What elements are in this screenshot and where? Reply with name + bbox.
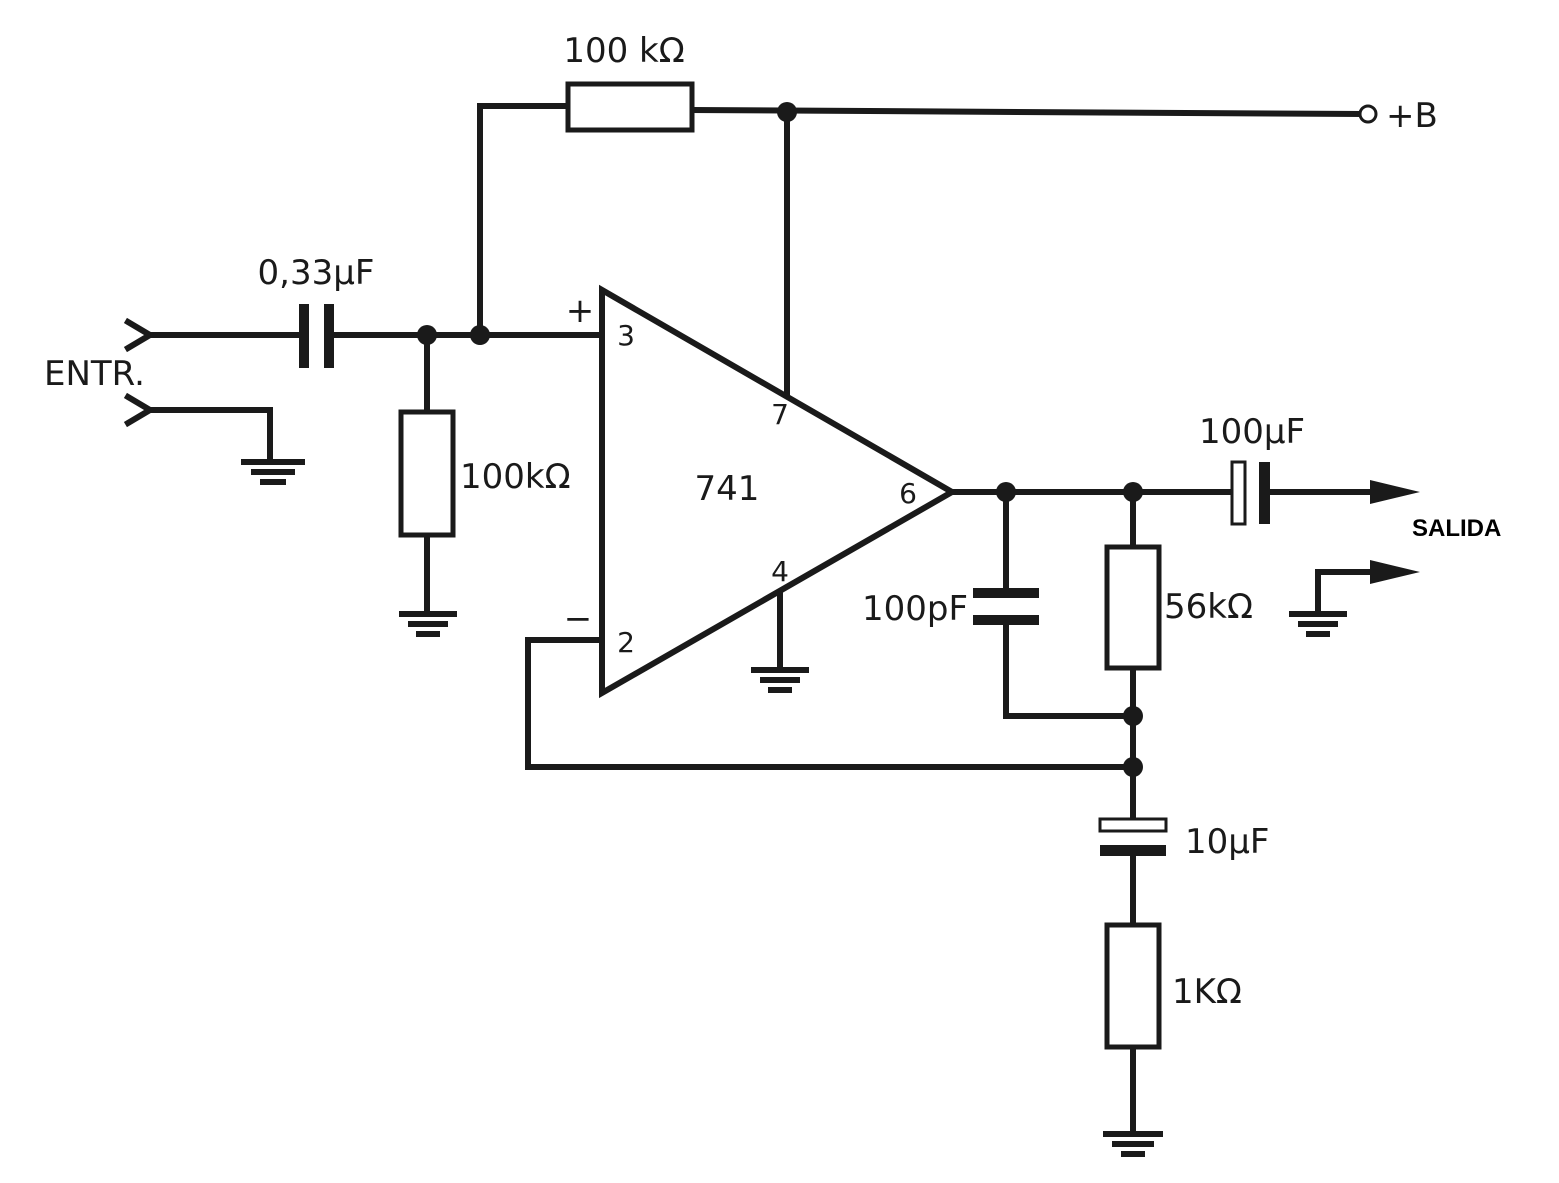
label-r-fb: 56kΩ xyxy=(1164,587,1253,627)
resistor-100k-top xyxy=(565,81,695,133)
label-r-feedback-top: 100 kΩ xyxy=(563,31,684,71)
plus-sign: + xyxy=(566,291,595,331)
label-c-comp: 100pF xyxy=(862,589,968,629)
capacitor-0-33uf xyxy=(299,304,334,368)
resistor-56k xyxy=(1104,544,1162,671)
opamp-label: 741 xyxy=(695,469,760,509)
capacitor-100uf-output xyxy=(1230,460,1270,526)
pin-7-label: 7 xyxy=(771,398,789,431)
resistor-100k-bias xyxy=(398,409,456,538)
ground-symbol-opamp xyxy=(751,667,809,693)
capacitor-100pf xyxy=(973,588,1039,625)
minus-sign: − xyxy=(564,599,593,639)
ground-symbol-output xyxy=(1289,611,1347,637)
label-output: SALIDA xyxy=(1412,515,1501,542)
ground-symbol-input xyxy=(241,459,305,485)
pin-6-label: 6 xyxy=(899,477,917,510)
opamp-741: 741 + − 3 2 7 4 6 xyxy=(564,284,959,699)
input-connector xyxy=(123,317,156,428)
resistor-1k xyxy=(1104,922,1162,1050)
supply-terminal xyxy=(1358,104,1378,124)
label-input: ENTR. xyxy=(44,354,145,394)
ground-symbol-bottom xyxy=(1103,1131,1163,1157)
label-r-input-bias: 100kΩ xyxy=(460,457,571,497)
label-r-gain: 1KΩ xyxy=(1172,972,1242,1012)
pin-3-label: 3 xyxy=(617,319,635,352)
output-arrows xyxy=(1370,480,1420,584)
label-supply: +B xyxy=(1386,96,1438,136)
label-c-output: 100µF xyxy=(1199,412,1305,452)
pin-2-label: 2 xyxy=(617,626,635,659)
label-c-input: 0,33µF xyxy=(258,253,375,293)
capacitor-10uf xyxy=(1098,817,1168,856)
junctions xyxy=(417,102,1143,777)
pin-4-label: 4 xyxy=(771,555,789,588)
label-c-bypass: 10µF xyxy=(1185,822,1269,862)
ground-symbol-bias xyxy=(399,611,457,637)
